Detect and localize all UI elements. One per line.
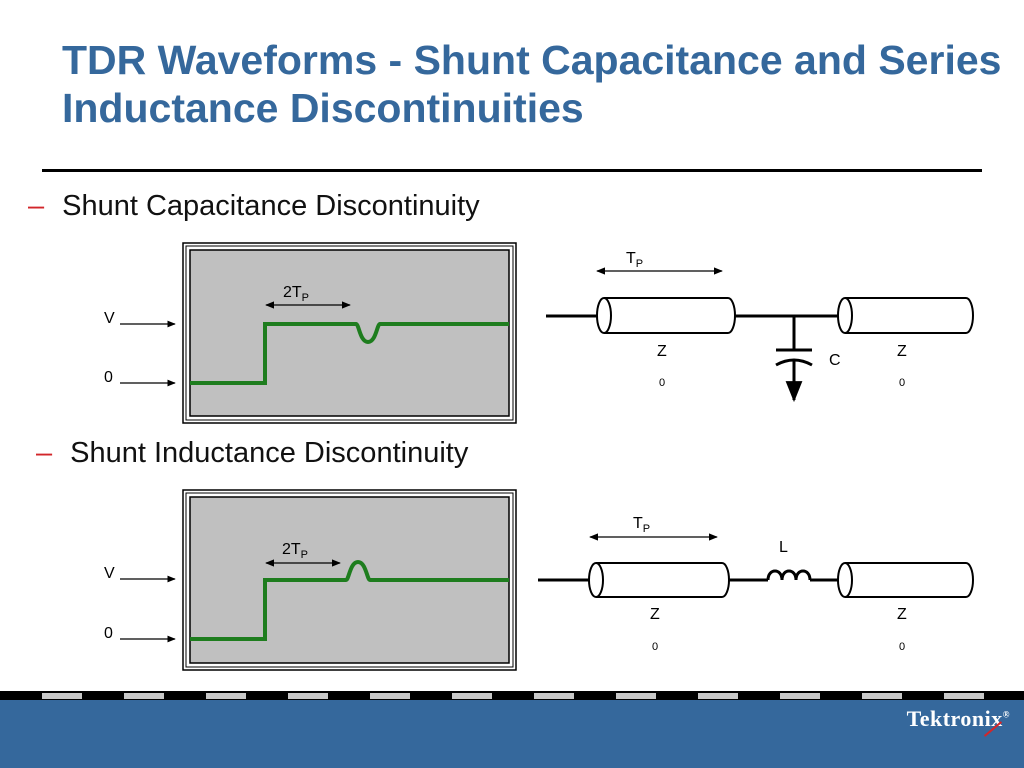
z-right-label: Z xyxy=(897,343,907,360)
level-label-v: V xyxy=(104,310,115,327)
title-divider xyxy=(42,169,982,172)
scope-screen xyxy=(189,249,510,417)
bullet-text: Shunt Inductance Discontinuity xyxy=(70,437,469,469)
tdr-waveform-capacitive-dip xyxy=(190,322,509,385)
transmission-line-left xyxy=(596,297,736,334)
level-label-0: 0 xyxy=(104,625,113,642)
footer-stripe xyxy=(0,691,1024,701)
circuit-shunt-capacitor: TP C Z 0 Z 0 xyxy=(546,250,974,403)
transmission-line-right xyxy=(837,562,974,598)
tdr-waveform-inductive-bump xyxy=(190,559,509,641)
z-right-subscript: 0 xyxy=(899,641,905,653)
slide-title: TDR Waveforms - Shunt Capacitance and Se… xyxy=(62,37,1002,131)
scope-bezel-mid xyxy=(185,245,514,421)
interval-label: 2TP xyxy=(283,284,309,304)
tp-label: TP xyxy=(633,515,650,535)
z-left-label: Z xyxy=(650,606,660,623)
bullet-shunt-inductance: –Shunt Inductance Discontinuity xyxy=(36,437,468,470)
scope-display-capacitance: 2TP V 0 xyxy=(104,242,517,424)
circuit-series-inductor: TP L Z 0 Z 0 xyxy=(538,515,974,653)
diagram-canvas: 2TP V 0 TP C Z 0 Z 0 xyxy=(104,242,974,671)
z-right-label: Z xyxy=(897,606,907,623)
scope-bezel-mid xyxy=(185,492,514,668)
z-right-subscript: 0 xyxy=(899,377,905,389)
z-left-subscript: 0 xyxy=(659,377,665,389)
tp-label: TP xyxy=(626,250,643,270)
component-label-c: C xyxy=(829,352,841,369)
bullet-dash: – xyxy=(28,190,45,222)
transmission-line-right xyxy=(837,297,974,334)
logo-trademark: ® xyxy=(1002,709,1010,720)
interval-label: 2TP xyxy=(282,541,308,561)
component-label-l: L xyxy=(779,539,788,556)
footer-band xyxy=(0,700,1024,768)
bullet-dash: – xyxy=(36,437,53,469)
bullet-shunt-capacitance: –Shunt Capacitance Discontinuity xyxy=(28,190,480,223)
level-label-v: V xyxy=(104,565,115,582)
z-left-subscript: 0 xyxy=(652,641,658,653)
level-label-0: 0 xyxy=(104,369,113,386)
z-left-label: Z xyxy=(657,343,667,360)
tektronix-logo: Tektronix® xyxy=(907,706,1010,732)
logo-text: Tektronix xyxy=(906,706,1003,731)
scope-display-inductance: 2TP V 0 xyxy=(104,489,517,671)
transmission-line-left xyxy=(588,562,730,598)
bullet-text: Shunt Capacitance Discontinuity xyxy=(62,190,480,222)
inductor-coil xyxy=(766,569,812,581)
